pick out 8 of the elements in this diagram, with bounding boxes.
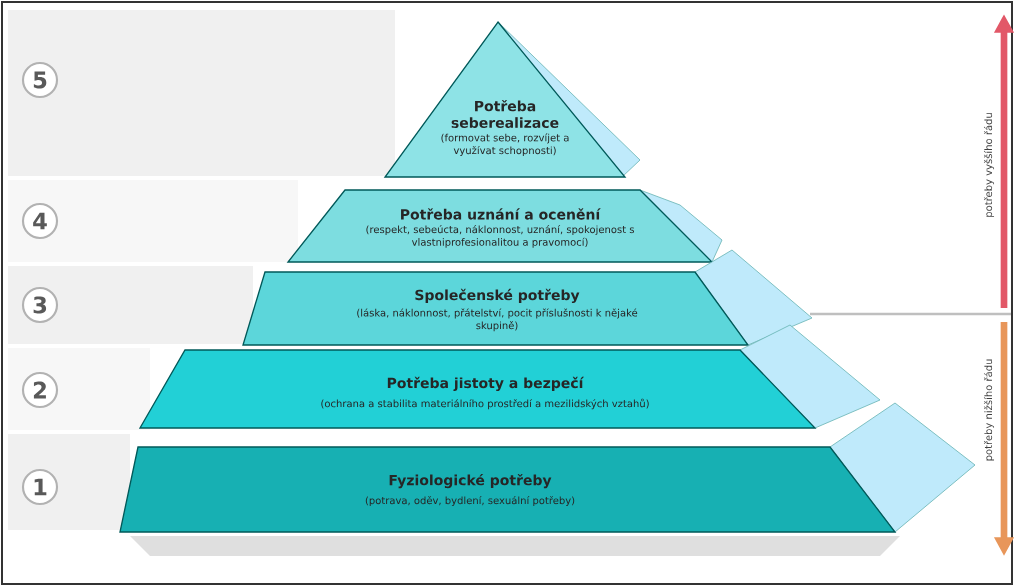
side-label: potřeby vyššího řádu	[984, 113, 995, 217]
number-badge: 2	[21, 371, 59, 409]
pyramid-tier: Společenské potřeby (láska, náklonnost, přátelství, pocit příslušnosti k nějaké skupině)	[242, 249, 813, 346]
number-badge: 4	[21, 202, 59, 240]
number-badge: 3	[21, 286, 59, 324]
number-badge: 5	[21, 61, 59, 99]
number-badge: 1	[21, 468, 59, 506]
side-label: potřeby nižšího řádu	[984, 359, 995, 461]
